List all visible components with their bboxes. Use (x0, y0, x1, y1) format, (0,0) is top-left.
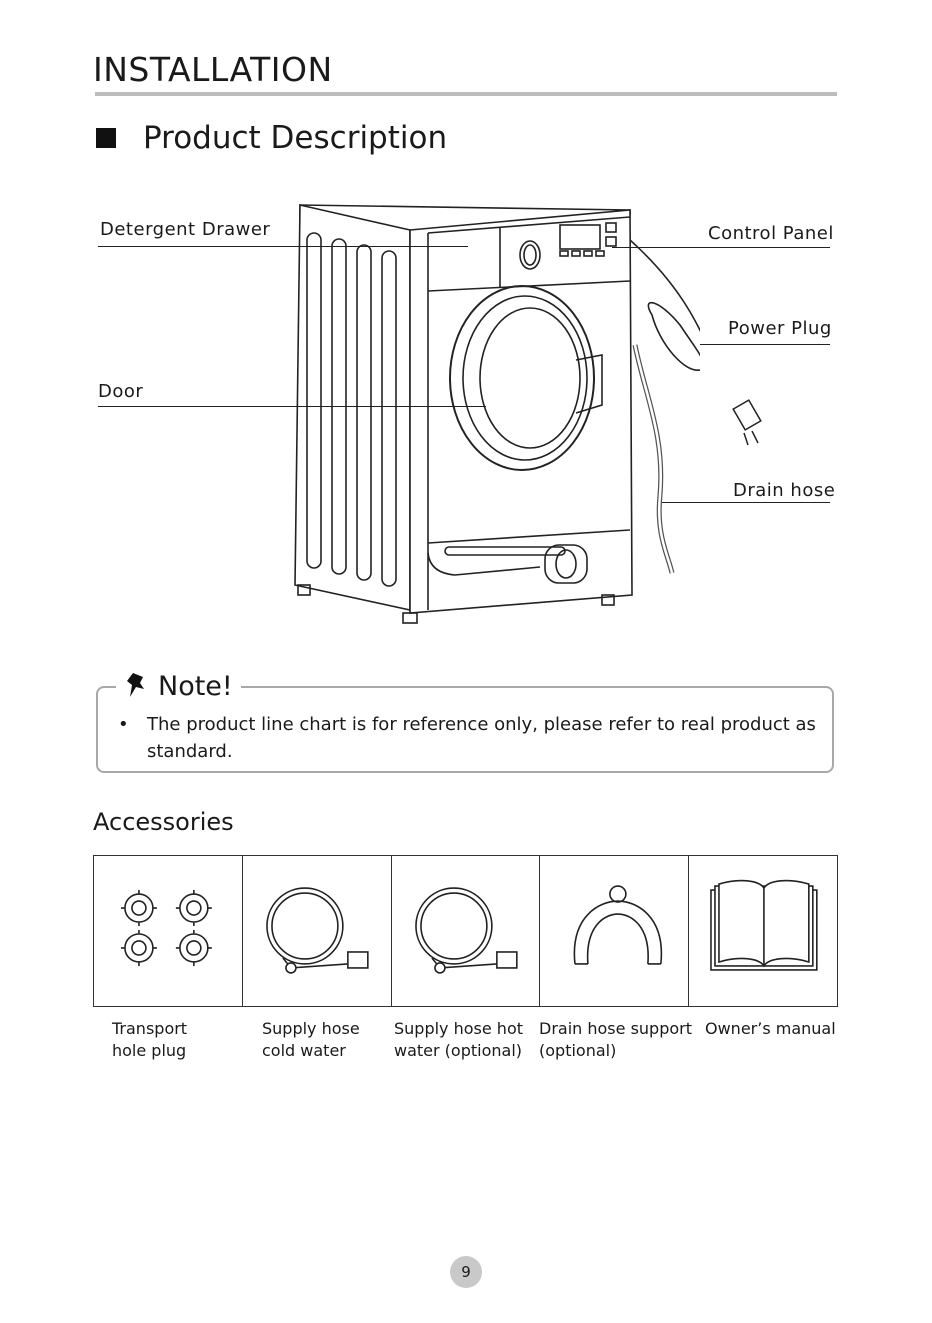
label-control-panel: Control Panel (708, 223, 834, 244)
note-box (96, 686, 834, 773)
pushpin-icon (127, 673, 144, 697)
supply-hose-icon (265, 887, 369, 974)
note-bullet: • (118, 714, 129, 735)
note-text: The product line chart is for reference … (147, 714, 816, 762)
owners-manual-icon (710, 879, 818, 971)
power-plug-icon (732, 399, 762, 446)
washing-machine-diagram (294, 204, 700, 624)
accessory-cell-owners-manual (689, 856, 837, 1006)
label-drain-hose: Drain hose (733, 480, 836, 501)
accessory-cell-drain-hose-support (540, 856, 690, 1006)
accessory-cell-supply-hose-cold (243, 856, 392, 1006)
accessory-cell-supply-hose-hot (392, 856, 541, 1006)
label-door: Door (98, 381, 144, 402)
accessory-caption-drain-hose-support: Drain hose support (optional) (539, 1019, 692, 1060)
title-rule (95, 92, 837, 96)
accessory-cell-transport-hole-plug (94, 856, 243, 1006)
leader-drain-hose (662, 502, 830, 503)
accessory-caption-transport-hole-plug: Transport hole plug (112, 1019, 188, 1060)
accessory-caption-owners-manual: Owner’s manual (705, 1019, 836, 1038)
leader-detergent-drawer (98, 246, 468, 247)
supply-hose-icon (414, 887, 518, 974)
transport-hole-plug-icon (120, 890, 212, 966)
leader-control-panel (612, 247, 830, 248)
accessories-title: Accessories (93, 808, 234, 836)
note-title: Note! (158, 670, 233, 702)
note-header: Note! (116, 668, 241, 704)
drain-hose-support-icon (574, 885, 663, 965)
section-square-icon (96, 128, 116, 148)
label-power-plug: Power Plug (728, 318, 832, 339)
page-title: INSTALLATION (93, 50, 333, 89)
accessory-caption-supply-hose-hot: Supply hose hot water (optional) (394, 1019, 524, 1060)
accessory-caption-supply-hose-cold: Supply hose cold water (262, 1019, 360, 1060)
section-title: Product Description (143, 120, 448, 156)
page-number: 9 (450, 1256, 482, 1288)
leader-power-plug (700, 344, 830, 345)
accessories-table (93, 855, 838, 1007)
label-detergent-drawer: Detergent Drawer (100, 219, 271, 240)
leader-door (98, 406, 486, 407)
